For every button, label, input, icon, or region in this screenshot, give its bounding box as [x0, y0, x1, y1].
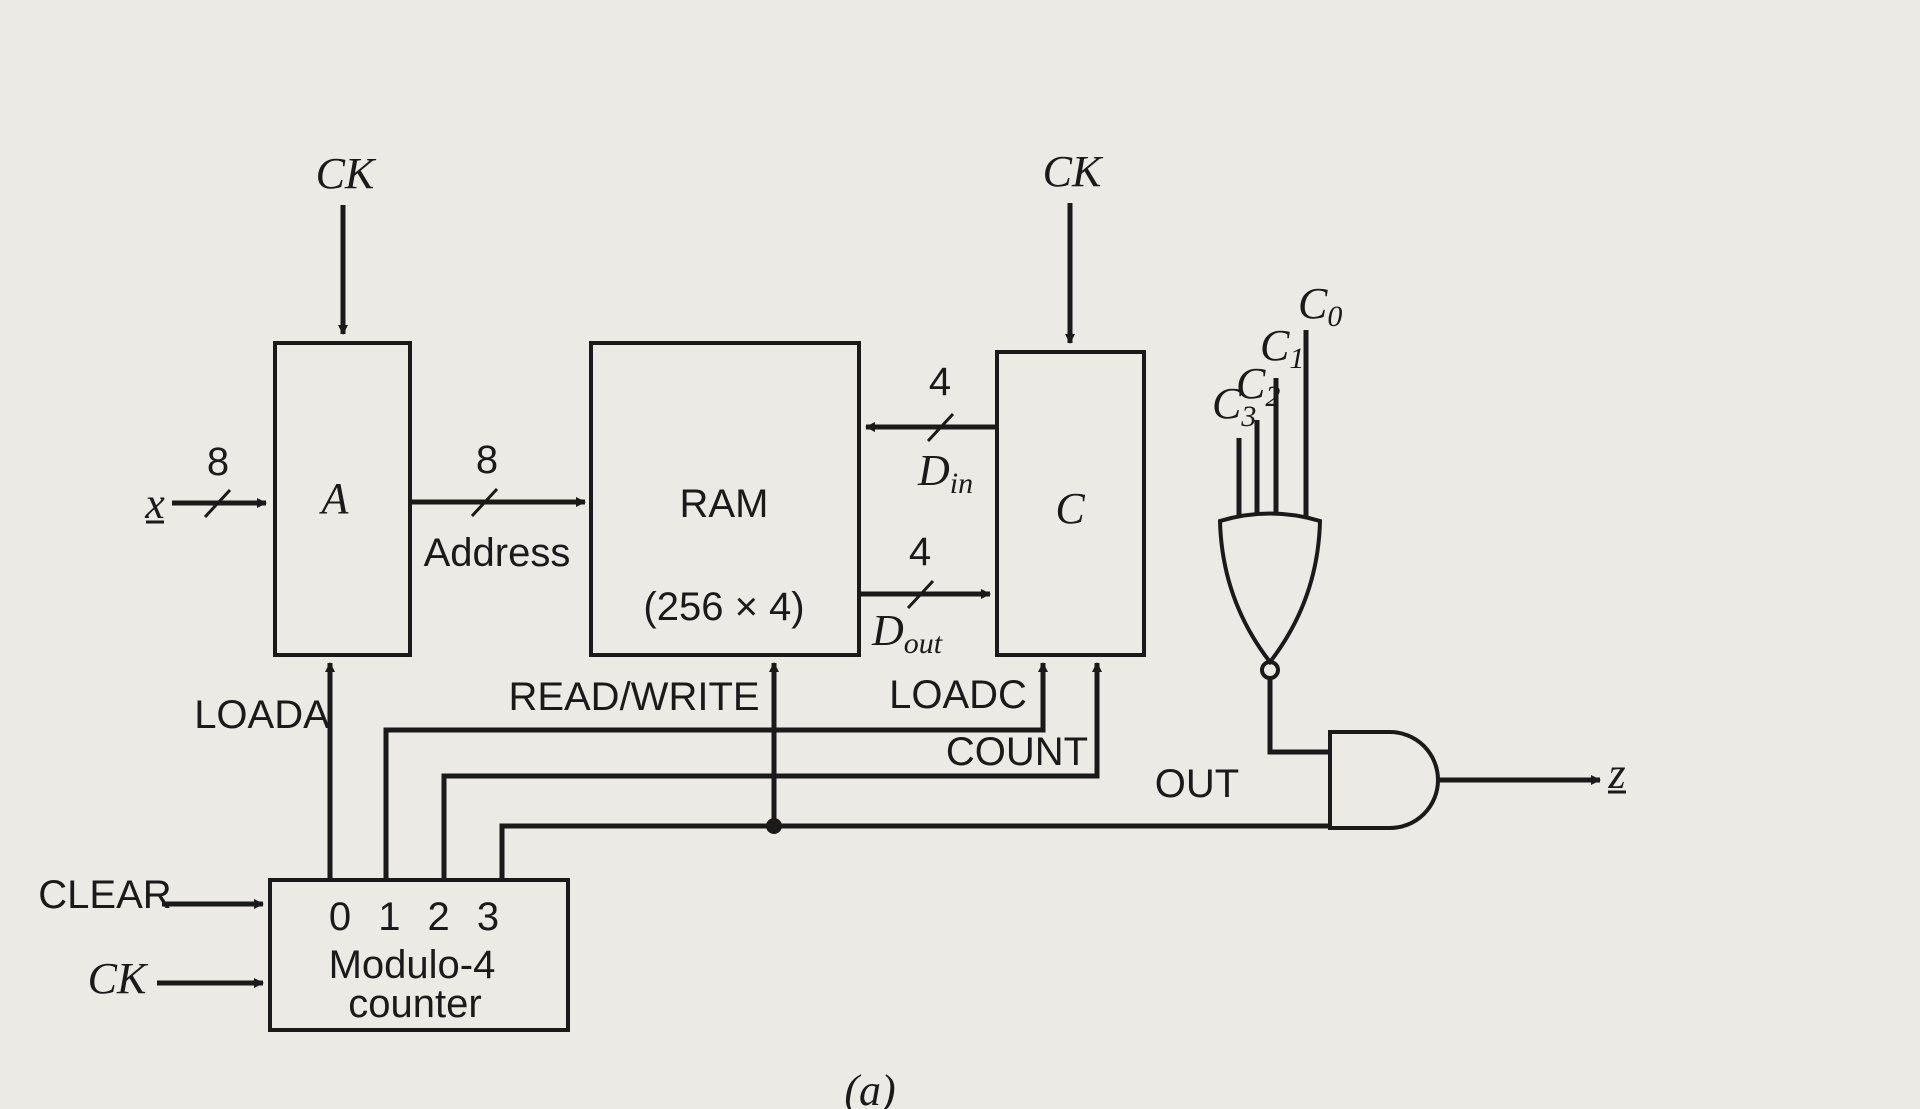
count-label: COUNT	[946, 730, 1088, 774]
address-width-label: 8	[476, 438, 498, 482]
loada-label: LOADA	[194, 693, 330, 737]
din-bus-slash	[926, 412, 955, 443]
loadc-wire	[383, 662, 1048, 880]
out-wire	[499, 823, 1330, 880]
read-write-label: READ/WRITE	[508, 675, 759, 719]
and-gate	[1328, 730, 1440, 830]
counter-outputs-label: 0 1 2 3	[329, 895, 507, 939]
c3-label: C3	[1212, 379, 1256, 433]
ck-a-label: CK	[316, 149, 377, 198]
out-label: OUT	[1155, 762, 1239, 806]
ram-label: RAM	[680, 482, 769, 526]
x-width-label: 8	[207, 440, 229, 484]
din-label: Din	[917, 446, 973, 500]
dout-bus-slash	[906, 579, 935, 610]
x-input-label: x	[144, 479, 165, 528]
counter-name-label: Modulo-4	[329, 943, 496, 987]
c1-label: C1	[1260, 321, 1304, 375]
modulo4-counter	[268, 878, 570, 1032]
ck-c-label: CK	[1043, 147, 1104, 196]
address-label: Address	[424, 531, 571, 575]
c0-label: C0	[1298, 279, 1342, 333]
register-a	[273, 341, 412, 657]
ck-counter-label: CK	[88, 954, 149, 1003]
z-output-label: z	[1607, 749, 1625, 798]
nor-to-and-wire	[1267, 678, 1330, 755]
address-bus-slash	[470, 487, 499, 518]
clear-label: CLEAR	[38, 873, 171, 917]
register-c-label: C	[1055, 484, 1085, 533]
junction-dot	[766, 818, 782, 834]
din-width-label: 4	[929, 360, 951, 404]
ram-block	[589, 341, 861, 657]
ram-size-label: (256 × 4)	[643, 585, 804, 629]
counter-sub-label: counter	[348, 982, 481, 1026]
dout-label: Dout	[871, 606, 943, 660]
count-wire	[441, 662, 1102, 880]
dout-width-label: 4	[909, 530, 931, 574]
register-c	[995, 350, 1146, 657]
nor-gate	[1217, 511, 1323, 666]
figure-caption: (a)	[844, 1066, 895, 1109]
register-a-label: A	[319, 474, 350, 523]
loadc-label: LOADC	[889, 673, 1027, 717]
c2-label: C2	[1236, 359, 1280, 413]
x-bus-slash	[203, 488, 232, 519]
